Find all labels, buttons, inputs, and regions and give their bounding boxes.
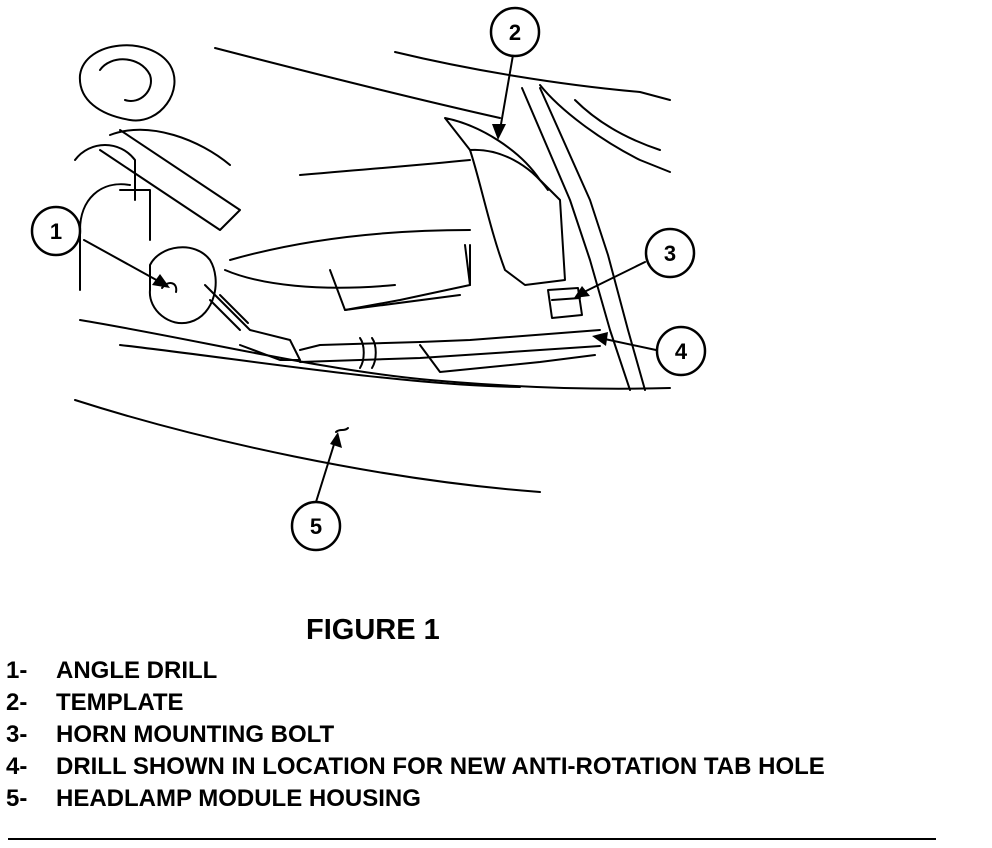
legend-number: 3- [6, 721, 28, 748]
legend-item: 4- DRILL SHOWN IN LOCATION FOR NEW ANTI-R… [6, 751, 825, 783]
callout-3: 3 [644, 227, 696, 279]
svg-text:3: 3 [664, 241, 676, 266]
figure-legend: 1- ANGLE DRILL 2- TEMPLATE 3- HORN MOUNTING… [6, 655, 825, 815]
legend-item: 1- ANGLE DRILL [6, 655, 825, 687]
technical-illustration: 1 2 3 4 5 [30, 6, 707, 552]
svg-text:2: 2 [509, 20, 521, 45]
callout-1: 1 [30, 205, 82, 257]
legend-number: 2- [6, 689, 28, 716]
legend-item: 5- HEADLAMP MODULE HOUSING [6, 783, 825, 815]
legend-text: DRILL SHOWN IN LOCATION FOR NEW ANTI-ROT… [56, 753, 825, 780]
legend-number: 1- [6, 657, 28, 684]
callout-4: 4 [655, 325, 707, 377]
legend-item: 2- TEMPLATE [6, 687, 825, 719]
legend-text: ANGLE DRILL [56, 657, 218, 684]
svg-text:1: 1 [50, 219, 62, 244]
legend-text: TEMPLATE [56, 689, 184, 716]
legend-text: HORN MOUNTING BOLT [56, 721, 335, 748]
legend-number: 5- [6, 785, 28, 812]
callout-2: 2 [489, 6, 541, 58]
callout-markers: 1 2 3 4 5 [30, 6, 707, 552]
callout-5: 5 [290, 500, 342, 552]
svg-text:4: 4 [675, 339, 688, 364]
svg-text:5: 5 [310, 514, 322, 539]
bottom-divider [8, 838, 936, 840]
legend-item: 3- HORN MOUNTING BOLT [6, 719, 825, 751]
figure-title: FIGURE 1 [306, 614, 440, 646]
legend-number: 4- [6, 753, 28, 780]
legend-text: HEADLAMP MODULE HOUSING [56, 785, 421, 812]
